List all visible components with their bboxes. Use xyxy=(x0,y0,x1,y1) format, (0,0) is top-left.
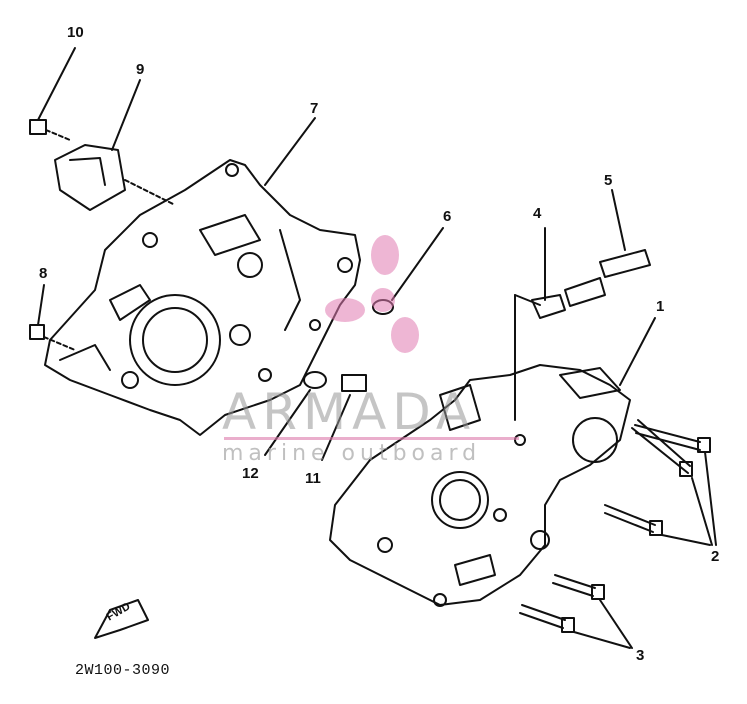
bolt-part-8 xyxy=(29,284,76,351)
long-bolts xyxy=(604,419,717,546)
armada-logo-icon xyxy=(325,235,419,353)
bolt-part-10 xyxy=(29,47,76,141)
fitting-part-4 xyxy=(514,227,566,421)
callout-1: 1 xyxy=(656,298,665,315)
washer-part-12 xyxy=(264,371,327,456)
dowel-pin-part-5 xyxy=(564,189,651,307)
watermark-underline xyxy=(224,437,519,440)
callout-7: 7 xyxy=(310,100,319,117)
callout-10: 10 xyxy=(67,24,84,41)
reference-code: 2W100-3090 xyxy=(75,662,171,679)
callout-4: 4 xyxy=(533,205,542,222)
right-crankcase-half xyxy=(329,364,631,607)
plug-bolt-part-11 xyxy=(321,374,367,461)
left-crankcase-half xyxy=(44,159,361,436)
callout-11: 11 xyxy=(305,470,321,487)
callout-8: 8 xyxy=(39,265,48,282)
callout-leader-1 xyxy=(619,317,656,386)
callout-5: 5 xyxy=(604,172,613,189)
watermark-brand: ARMADA xyxy=(222,383,477,441)
callout-6: 6 xyxy=(443,208,452,225)
clamp-plate-part-9 xyxy=(54,79,176,211)
callout-3: 3 xyxy=(636,647,645,664)
callout-leader-7 xyxy=(264,117,316,186)
callout-12: 12 xyxy=(242,465,259,482)
short-bolts xyxy=(519,574,633,649)
callout-9: 9 xyxy=(136,61,145,78)
forward-arrow-icon xyxy=(94,599,149,639)
callout-2: 2 xyxy=(711,548,720,565)
watermark-subtitle: marine outboard xyxy=(222,441,482,466)
